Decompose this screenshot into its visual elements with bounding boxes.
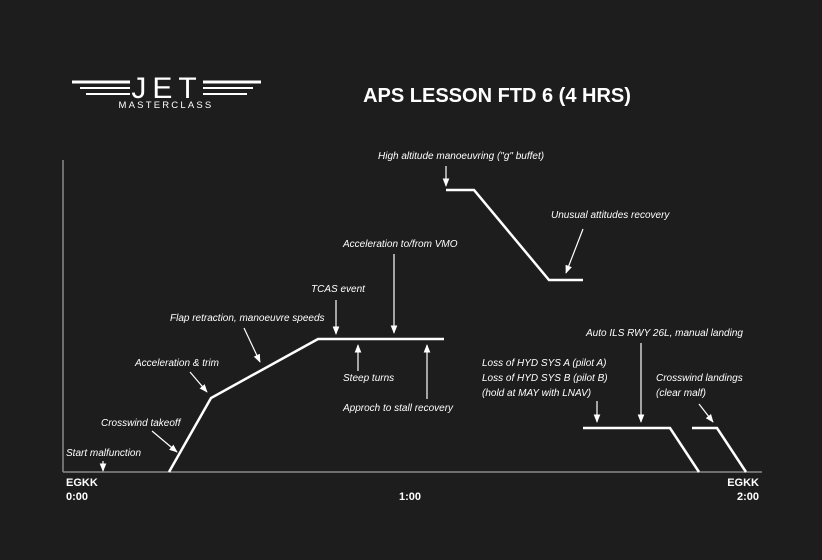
profile-high-altitude-segment	[446, 188, 583, 282]
axis-end-time: 2:00	[737, 491, 759, 503]
axis-start-time: 0:00	[66, 491, 88, 503]
label-hyd-b: Loss of HYD SYS B (pilot B)	[482, 373, 608, 384]
profile-climb-segment	[167, 337, 444, 473]
axis-mid-time: 1:00	[399, 491, 421, 503]
label-start-malfunction: Start malfunction	[66, 448, 141, 459]
label-high-altitude: High altitude manoeuvring ("g" buffet)	[378, 151, 544, 162]
label-flap-retraction: Flap retraction, manoeuvre speeds	[170, 313, 325, 324]
label-hold-may: (hold at MAY with LNAV)	[482, 388, 591, 399]
logo-subtext: MASTERCLASS	[119, 100, 214, 111]
label-acceleration-trim: Acceleration & trim	[134, 358, 219, 369]
label-tcas-event: TCAS event	[311, 284, 366, 295]
label-steep-turns: Steep turns	[343, 373, 394, 384]
label-auto-ils: Auto ILS RWY 26L, manual landing	[585, 328, 743, 339]
label-hyd-a: Loss of HYD SYS A (pilot A)	[482, 358, 607, 369]
logo-text: JET	[131, 72, 202, 105]
arrow-unusual-attitudes	[565, 228, 584, 274]
label-approach-stall: Approch to stall recovery	[342, 403, 454, 414]
arrow-flap-retraction	[243, 327, 261, 363]
label-acceleration-vmo: Acceleration to/from VMO	[342, 239, 458, 250]
label-crosswind-takeoff: Crosswind takeoff	[101, 418, 182, 429]
label-crosswind-landings: Crosswind landings	[656, 373, 743, 384]
jet-masterclass-logo: JET MASTERCLASS	[72, 72, 261, 111]
label-unusual-attitudes: Unusual attitudes recovery	[551, 210, 670, 221]
profile-approach-segment	[583, 426, 701, 473]
arrow-crosswind-landings	[698, 403, 714, 423]
label-clear-malf: (clear malf)	[656, 388, 706, 399]
profile-landing-segment	[692, 426, 748, 473]
arrow-crosswind-takeoff	[151, 430, 178, 453]
arrow-acceleration-trim	[189, 371, 208, 393]
axis-end-location: EGKK	[727, 477, 759, 489]
axis-start-location: EGKK	[66, 477, 98, 489]
page-title: APS LESSON FTD 6 (4 HRS)	[363, 85, 631, 107]
